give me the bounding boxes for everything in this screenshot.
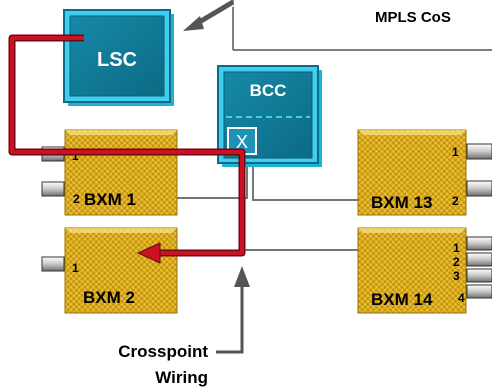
bxm13-port-2: 2 — [452, 180, 492, 208]
bxm2-node: 1 BXM 2 — [41, 227, 178, 314]
lsc-node: LSC — [63, 9, 174, 106]
bxm1-port-2-number: 2 — [73, 192, 80, 206]
crosspoint-label-line2: Wiring — [155, 368, 208, 387]
bxm14-port-2: 2 — [453, 252, 492, 269]
bxm1-label: BXM 1 — [84, 190, 136, 209]
bxm2-label: BXM 2 — [83, 288, 135, 307]
bcc-label: BCC — [250, 81, 287, 100]
bxm13-node: 1 2 BXM 13 — [357, 129, 492, 216]
bxm14-port-4-number: 4 — [458, 291, 465, 305]
bxm14-port-3: 3 — [453, 268, 492, 283]
bxm14-port-2-number: 2 — [453, 255, 460, 269]
crosspoint-callout: Crosspoint Wiring — [118, 266, 250, 387]
bxm14-port-4: 4 — [458, 284, 492, 305]
lsc-label: LSC — [97, 49, 137, 71]
bxm1-port-2: 2 — [41, 181, 80, 206]
bcc-node: BCC X — [217, 65, 322, 167]
bxm13-port-2-number: 2 — [452, 194, 459, 208]
bxm14-port-1-number: 1 — [453, 241, 460, 255]
connection-lines — [170, 162, 360, 251]
lsc-pointer-arrow — [183, 0, 236, 31]
lsp-path — [8, 34, 246, 264]
title-label: MPLS CoS — [375, 9, 451, 26]
bxm13-port-1-number: 1 — [452, 145, 459, 159]
crosspoint-label-line1: Crosspoint — [118, 342, 208, 361]
bxm1-node: 1 2 BXM 1 — [41, 129, 178, 216]
title-callout: MPLS CoS — [232, 0, 492, 51]
bxm13-label: BXM 13 — [371, 193, 432, 212]
bxm13-port-1: 1 — [452, 143, 492, 160]
bxm14-node: 1 2 3 4 BXM 14 — [357, 227, 492, 314]
bxm2-port-1: 1 — [41, 256, 79, 275]
bxm14-port-1: 1 — [453, 236, 492, 255]
crossbar-glyph: X — [236, 132, 248, 152]
bxm14-label: BXM 14 — [371, 290, 433, 309]
bxm1-port-1-number: 1 — [72, 149, 79, 163]
bxm14-port-3-number: 3 — [453, 269, 460, 283]
bxm2-port-1-number: 1 — [72, 261, 79, 275]
